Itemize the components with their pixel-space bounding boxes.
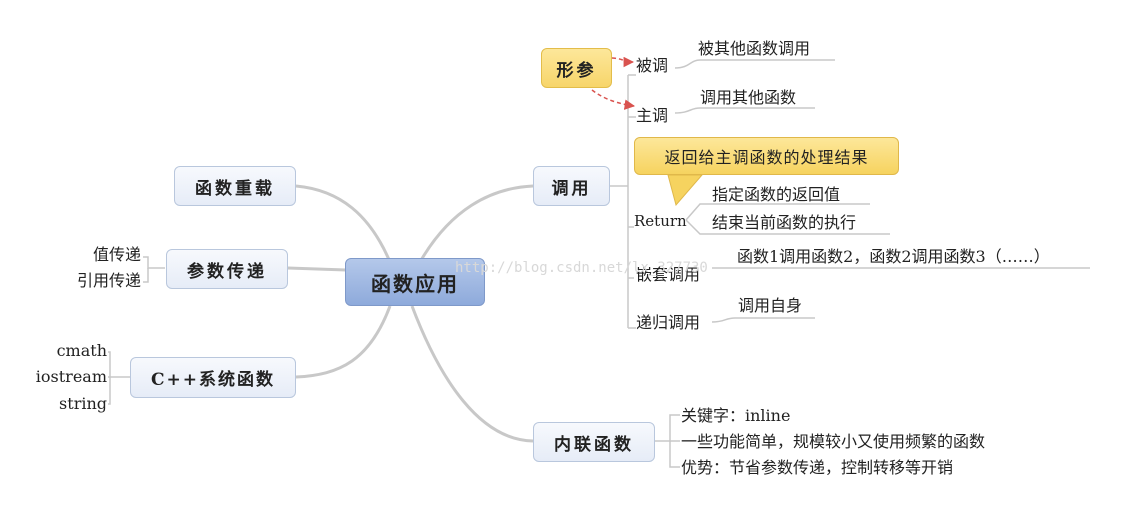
label-return: Return (634, 212, 687, 230)
leaf-ref-pass: 引用传递 (76, 271, 141, 290)
inline-leaf-advantage: 优势：节省参数传递，控制转移等开销 (681, 458, 954, 477)
label-recursive: 递归调用 (636, 313, 701, 332)
node-formal-param[interactable]: 形参 (541, 48, 612, 88)
node-call[interactable]: 调用 (533, 166, 610, 206)
desc-caller: 调用其他函数 (700, 88, 797, 107)
return-leaf-specify: 指定函数的返回值 (712, 185, 841, 204)
leaf-cmath: cmath (56, 341, 107, 360)
node-overload[interactable]: 函数重载 (174, 166, 296, 206)
formal-arrow-caller (591, 89, 636, 110)
inline-leaf-keyword: 关键字：inline (681, 406, 791, 425)
branch-params (287, 266, 347, 272)
desc-called: 被其他函数调用 (698, 39, 811, 58)
leaf-string: string (59, 394, 107, 413)
branch-inline (410, 305, 534, 443)
desc-nested: 函数1调用函数2，函数2调用函数3（……） (737, 247, 1050, 266)
label-nested: 嵌套调用 (636, 265, 701, 284)
callout-return-result: 返回给主调函数的处理结果 (634, 137, 899, 175)
desc-recursive: 调用自身 (738, 296, 803, 315)
node-inline[interactable]: 内联函数 (533, 422, 655, 462)
inline-leaf-usage: 一些功能简单，规模较小又使用频繁的函数 (681, 432, 986, 451)
return-leaf-end: 结束当前函数的执行 (712, 213, 857, 232)
leaf-value-pass: 值传递 (92, 245, 141, 264)
watermark: http://blog.csdn.net/lx_327730 (455, 260, 708, 276)
node-params[interactable]: 参数传递 (166, 249, 288, 289)
formal-arrow-called (611, 56, 635, 68)
branch-call (418, 184, 534, 263)
leaf-iostream: iostream (35, 367, 107, 386)
center-node[interactable]: 函数应用 (345, 258, 485, 306)
node-cpp-system[interactable]: C++系统函数 (130, 357, 296, 398)
branch-cpp (295, 305, 392, 379)
label-called: 被调 (636, 56, 669, 75)
branch-overload (295, 184, 392, 263)
label-caller: 主调 (636, 106, 669, 125)
callout-pointer (667, 174, 704, 207)
